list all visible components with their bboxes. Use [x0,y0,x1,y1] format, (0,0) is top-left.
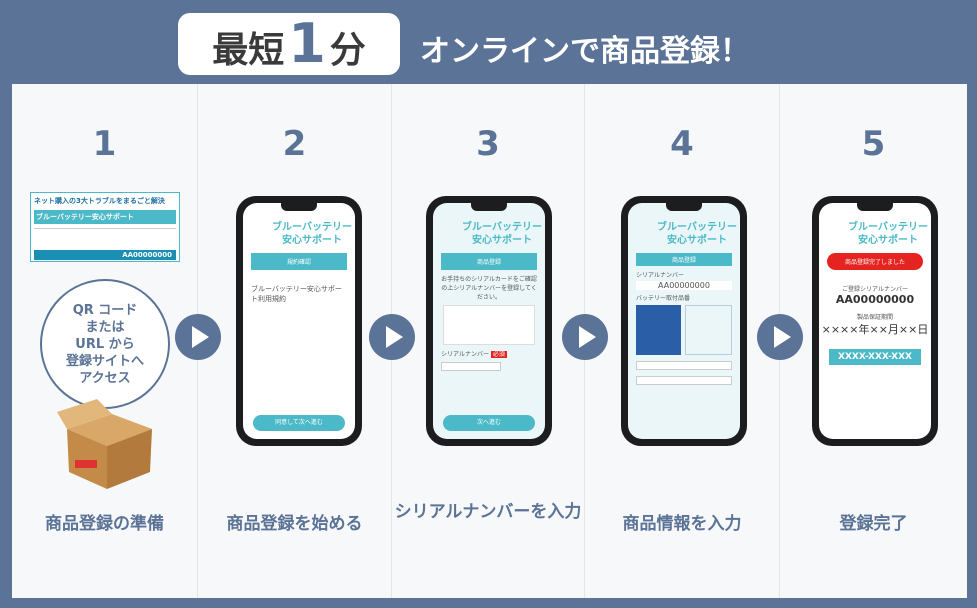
next-button[interactable]: 次へ進む [443,415,535,431]
phone-mockup: ブルーバッテリー安心サポート 商品登録 シリアルナンバー AA00000000 … [621,196,747,446]
form-input[interactable] [636,376,732,385]
contact-number: XXXX-XXX-XXX [829,349,921,365]
badge-suffix: 分 [329,30,366,71]
section-header: 商品登録 [441,253,537,270]
terms-title: ブルーバッテリー安心サポート利用規約 [251,285,342,303]
steps-panel: 1 ネット購入の3大トラブルをまるごと解決 ブルーバッテリー安心サポート AA0… [12,84,967,598]
cardboard-box-icon [57,399,152,489]
bubble-text: QR コード または URL から 登録サイトへ アクセス [65,302,144,386]
step-label: 商品登録の準備 [45,514,164,534]
phone-mockup: ブルーバッテリー安心サポート 商品登録 お手持ちのシリアルカードをご確認の上シリ… [426,196,552,446]
step-label: 商品登録を始める [226,514,363,534]
next-arrow-icon [757,314,803,360]
phone-mockup: ブルーバッテリー安心サポート 商品登録完了しました ご登録シリアルナンバー AA… [812,196,938,446]
brand-title: ブルーバッテリー安心サポート [848,222,928,246]
step-number: 3 [476,124,500,164]
next-arrow-icon [369,314,415,360]
next-arrow-icon [562,314,608,360]
form-input[interactable] [636,361,732,370]
section-header: 商品登録 [636,253,732,266]
serial-input[interactable] [441,362,501,371]
serial-label: ご登録シリアルナンバー [842,286,908,293]
completion-banner: 商品登録完了しました [827,253,923,270]
step-label: シリアルナンバーを入力 [394,502,582,522]
required-badge: 必須 [490,351,507,358]
card-preview [443,305,535,345]
step-label: 商品情報を入力 [622,514,742,534]
agree-button[interactable]: 同意して次へ進む [253,415,345,431]
step-number: 1 [92,124,117,164]
step-2: 2 ブルーバッテリー安心サポート 規約確認 ブルーバッテリー安心サポート利用規約… [198,84,392,598]
serial-value: AA00000000 [835,293,915,306]
card-serial: AA00000000 [34,250,176,260]
badge-number: 1 [288,12,326,75]
battery-label: バッテリー取付品番 [636,295,691,302]
warranty-value: ××××年××月××日 [821,323,929,336]
section-header: 規約確認 [251,253,347,270]
step-3: 3 ブルーバッテリー安心サポート 商品登録 お手持ちのシリアルカードをご確認の上… [392,84,585,598]
field-label: シリアルナンバー [441,351,489,358]
step-number: 5 [861,124,886,164]
page-title: オンラインで商品登録！ [420,34,750,69]
serial-card-image: ネット購入の3大トラブルをまるごと解決 ブルーバッテリー安心サポート AA000… [30,192,180,262]
step-5: 5 ブルーバッテリー安心サポート 商品登録完了しました ご登録シリアルナンバー … [780,84,967,598]
qr-access-bubble: QR コード または URL から 登録サイトへ アクセス [40,279,170,409]
serial-value: AA00000000 [636,281,732,290]
phone-mockup: ブルーバッテリー安心サポート 規約確認 ブルーバッテリー安心サポート利用規約 同… [236,196,362,446]
step-1: 1 ネット購入の3大トラブルをまるごと解決 ブルーバッテリー安心サポート AA0… [12,84,198,598]
brand-title: ブルーバッテリー安心サポート [657,222,737,246]
next-arrow-icon [175,314,221,360]
badge-prefix: 最短 [212,30,285,71]
field-label: シリアルナンバー [636,272,684,279]
brand-title: ブルーバッテリー安心サポート [462,222,542,246]
step-label: 登録完了 [839,514,908,534]
card-title: ネット購入の3大トラブルをまるごと解決 [34,197,165,205]
warranty-label: 製品保証期間 [856,314,893,321]
step-4: 4 ブルーバッテリー安心サポート 商品登録 シリアルナンバー AA0000000… [585,84,780,598]
brand-title: ブルーバッテリー安心サポート [272,222,352,246]
instruction-text: お手持ちのシリアルカードをご確認の上シリアルナンバーを登録してください。 [441,276,537,301]
step-number: 4 [670,124,694,164]
card-subtitle: ブルーバッテリー安心サポート [34,210,176,224]
step-number: 2 [282,124,307,164]
